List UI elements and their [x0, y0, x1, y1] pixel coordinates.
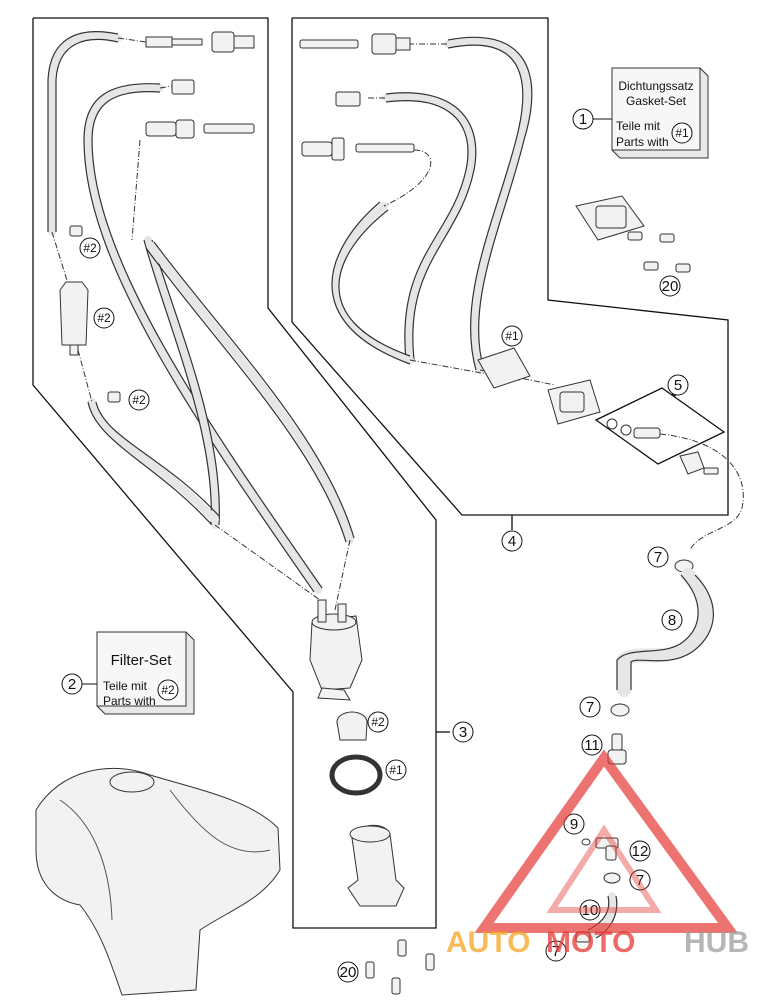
ref-tags-set2: #2 #2 #2 #2 [79, 237, 389, 733]
watermark-text-moto: MOTO [546, 926, 635, 959]
ref-1-b: #1 [505, 329, 519, 343]
callout-20-b: 20 [340, 964, 357, 981]
callout-11: 11 [584, 737, 600, 754]
gasket-set-parts-en: Parts with [616, 135, 669, 149]
callout-circle-12 [629, 840, 651, 862]
fuel-hose-8 [616, 568, 714, 697]
callout-20-a: 20 [662, 278, 679, 295]
frame-fuel-pump-assembly [32, 17, 437, 929]
gasket-set-box: Dichtungssatz Gasket-Set Teile mit Parts… [611, 67, 709, 159]
filter-set-parts-de: Teile mit [103, 679, 148, 693]
spare-flange [575, 195, 645, 241]
callout-1: 1 [579, 111, 587, 128]
filter-set-box: Filter-Set Teile mit Parts with #2 [96, 631, 195, 715]
fuel-hoses-left [47, 31, 355, 611]
callout-circle-7-a [647, 546, 669, 568]
callout-7-d: 7 [552, 943, 560, 960]
callout-7-c: 7 [636, 872, 644, 889]
hose-connectors-top [145, 31, 255, 139]
tank-flange [477, 347, 601, 425]
ref-tags-set1-left: #1 [385, 759, 407, 781]
watermark-text-hub: HUB [684, 926, 749, 959]
ref-tags-set1-right: #1 [501, 325, 523, 347]
callout-circle-8 [661, 609, 683, 631]
callout-7-a: 7 [654, 549, 662, 566]
sender-wire [659, 433, 744, 551]
callout-circle-1 [572, 108, 594, 130]
gasket-set-parts-de: Teile mit [616, 119, 661, 133]
filter-set-parts-en: Parts with [103, 694, 156, 708]
callout-circle-4 [501, 530, 523, 552]
sender-kit-parts [606, 418, 719, 475]
pump-housing [347, 824, 405, 907]
callout-circle-7-b [579, 696, 601, 718]
callout-2: 2 [68, 676, 76, 693]
callout-circle-11 [581, 734, 603, 756]
watermark-text: AUTO MOTO HUB [446, 926, 749, 959]
pump-gasket [329, 754, 383, 796]
watermark-logo [474, 749, 738, 933]
callout-5: 5 [674, 377, 682, 394]
ref-2-a: #2 [83, 241, 97, 255]
callout-circle-20-b [337, 961, 359, 983]
callout-10: 10 [582, 902, 599, 919]
fuel-pump [309, 599, 363, 701]
ref-2-d: #2 [371, 715, 385, 729]
callout-circle-9 [563, 813, 585, 835]
elbow-connector-9 [581, 837, 619, 861]
callout-8: 8 [668, 612, 676, 629]
bolts-20-lower [365, 939, 435, 995]
callout-circle-7-d [545, 940, 567, 962]
callout-circle-3 [452, 721, 474, 743]
pump-seal-ring [336, 711, 368, 741]
callout-circle-10 [579, 899, 601, 921]
ref-2-b: #2 [97, 311, 111, 325]
gasket-set-ref-1: #1 [675, 126, 689, 140]
leader-5 [671, 393, 677, 397]
callout-4: 4 [508, 533, 516, 550]
hose-clamp-7-low [603, 872, 621, 884]
fuel-tank [35, 768, 281, 996]
callout-7-b: 7 [586, 699, 594, 716]
fuel-hoses-right [331, 36, 556, 386]
callout-3: 3 [459, 724, 467, 741]
callout-circle-5 [667, 374, 689, 396]
callout-9: 9 [570, 816, 578, 833]
watermark-text-auto: AUTO [446, 926, 530, 959]
gasket-set-title-de: Dichtungssatz [618, 79, 693, 93]
filter-set-title: Filter-Set [111, 652, 173, 669]
callout-12: 12 [632, 843, 649, 860]
callout-circle-7-c [629, 869, 651, 891]
fuel-filter [59, 225, 121, 403]
frame-sender-kit [594, 387, 726, 465]
hose-connectors-right [299, 33, 415, 161]
connector-11 [607, 733, 627, 765]
bolts-20-upper [627, 231, 691, 273]
frame-tank-flange-assembly [291, 17, 729, 516]
ref-1-a: #1 [389, 763, 403, 777]
callout-circle-2 [61, 673, 83, 695]
hose-clamp-7-mid [610, 703, 630, 717]
filter-set-ref-2: #2 [161, 683, 175, 697]
gasket-set-title-en: Gasket-Set [626, 94, 687, 108]
ref-2-c: #2 [132, 393, 146, 407]
callout-circle-20-a [659, 275, 681, 297]
